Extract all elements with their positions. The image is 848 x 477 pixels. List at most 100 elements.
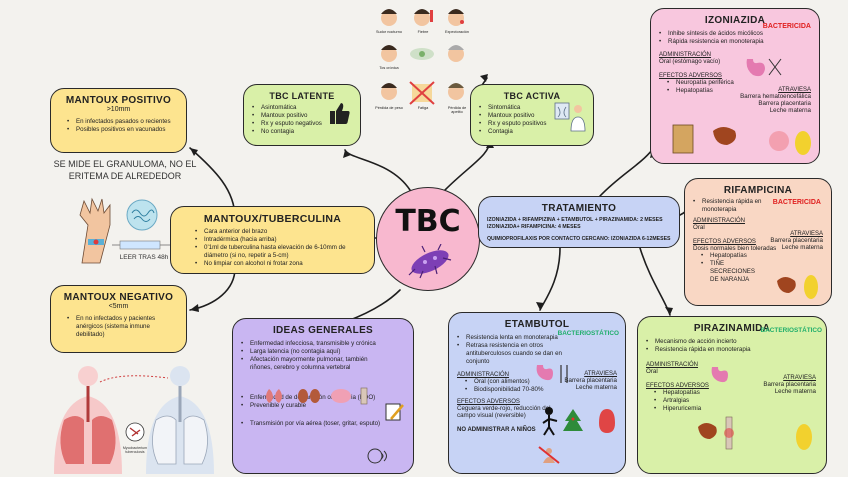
etambutol-effects-icons — [542, 407, 615, 436]
mantoux-positivo-list: En infectados pasados o recientes Posibl… — [59, 118, 178, 134]
mantoux-positivo-title: MANTOUX POSITIVO — [65, 95, 172, 106]
pirazinamida-admin-value: Oral — [646, 367, 658, 375]
izoniazida-admin-value: Oral (estómago vacío) — [659, 57, 721, 65]
tbc-activa-title: TBC ACTIVA — [503, 91, 561, 101]
mantoux-tuberculina-title: MANTOUX/TUBERCULINA — [203, 213, 342, 225]
list-item: Resistencia lenta en monoterapia — [457, 334, 569, 342]
leer-tras-label: LEER TRAS 48h — [119, 254, 169, 261]
center-title: TBC — [395, 204, 461, 239]
rifampicina-atraviesa-label: ATRAVIESA — [790, 231, 823, 237]
list-item: Enfermedad infecciosa, transmisible y cr… — [241, 340, 389, 348]
no-children-icon — [538, 446, 560, 464]
izoniazida-efectos-label: EFECTOS ADVERSOS — [659, 72, 722, 79]
list-item: Artralgias — [654, 397, 818, 405]
symptom-label: Fatiga — [417, 106, 429, 110]
atraviesa-item: Barrera placentaria — [770, 237, 823, 244]
rifampicina-admin-label: ADMINISTRACIÓN — [693, 217, 746, 224]
cough-icon — [367, 448, 387, 464]
etambutol-title: ETAMBUTOL — [504, 319, 570, 330]
list-item: Hepatopatías — [667, 87, 739, 95]
list-item: Resistencia rápida en monoterapia — [646, 346, 754, 354]
pirazinamida-box: PIRAZINAMIDA BACTERIOSTÁTICO Mecanismo d… — [637, 316, 827, 474]
atraviesa-item: Leche materna — [575, 384, 617, 391]
rifampicina-efectos-label: EFECTOS ADVERSOS — [693, 238, 756, 245]
list-item: No limpiar con alcohol ni frotar zona — [195, 260, 366, 268]
list-item: Biodisponibilidad 70-80% — [465, 386, 617, 394]
symptom-label: Sudor nocturno — [376, 30, 402, 34]
thumbs-up-icon — [330, 103, 350, 124]
izoniazida-tag: BACTERICIDA — [762, 23, 811, 30]
list-item: Posibles positivos en vacunados — [67, 126, 178, 134]
atraviesa-item: Leche materna — [769, 107, 811, 114]
symptom-faces-icon — [381, 9, 464, 105]
atraviesa-item: Leche materna — [781, 244, 823, 251]
symptom-label: Fiebre — [417, 30, 429, 34]
pirazinamida-admin-label: ADMINISTRACIÓN — [646, 361, 699, 368]
atraviesa-item: Barrera placentaria — [758, 100, 811, 107]
list-item: Retrasa resistencia en otros antitubercu… — [457, 342, 569, 366]
atraviesa-item: Barrera placentaria — [564, 377, 617, 384]
lungs-illustration — [54, 366, 214, 474]
rifampicina-title: RIFAMPICINA — [723, 185, 793, 196]
mantoux-negativo-list: En no infectados y pacientes anérgicos (… — [59, 315, 178, 339]
izoniazida-list: Inhibe síntesis de ácidos micólicos Rápi… — [659, 30, 811, 46]
list-item: Inhibe síntesis de ácidos micólicos — [659, 30, 811, 38]
list-item: Intradérmica (hacia arriba) — [195, 236, 366, 244]
tbc-latente-box: TBC LATENTE Asintomática Mantoux positiv… — [243, 84, 361, 146]
atraviesa-item: Barrera placentaria — [763, 381, 816, 388]
pirazinamida-effects-icons — [698, 416, 812, 450]
pirazinamida-title: PIRAZINAMIDA — [693, 323, 771, 334]
list-item: Rx y esputo negativos — [252, 120, 352, 128]
list-item: Contagia — [479, 128, 585, 136]
symptom-label: Pérdida de apetito — [447, 106, 467, 114]
organs-icon — [266, 387, 368, 405]
list-item: TIÑE SECRECIONES DE NARANJA — [701, 260, 765, 284]
mantoux-tuberculina-box: MANTOUX/TUBERCULINA Cara anterior del br… — [170, 206, 375, 274]
list-item: Afectación mayormente pulmonar, también … — [241, 356, 389, 372]
tratamiento-box: TRATAMIENTO IZONIAZIDA + RIFAMPIZINA + E… — [478, 196, 680, 248]
rifampicina-box: RIFAMPICINA BACTERICIDA Resistencia rápi… — [684, 178, 832, 306]
list-item: Resistencia rápida en monoterapia — [693, 198, 783, 214]
tbc-latente-list: Asintomática Mantoux positivo Rx y esput… — [252, 104, 352, 136]
list-item: Oral (con alimentos) — [465, 378, 617, 386]
rifampicina-atraviesa: ATRAVIESA Barrera placentaria Leche mate… — [763, 231, 823, 251]
list-item: Hepatopatías — [701, 252, 765, 260]
arm-injection-icon — [79, 197, 174, 264]
izoniazida-atraviesa-label: ATRAVIESA — [778, 87, 811, 93]
list-item: Cara anterior del brazo — [195, 228, 366, 236]
etambutol-tag: BACTERIOSTÁTICO — [557, 330, 619, 337]
pirazinamida-list: Mecanismo de acción incierto Resistencia… — [646, 338, 754, 354]
lung-label: Mycobacterium tuberculosis — [122, 446, 148, 454]
tratamiento-line-1: IZONIAZIDA + RIFAMPIZINA + ETAMBUTOL + P… — [487, 217, 663, 223]
etambutol-box: ETAMBUTOL BACTERIOSTÁTICO Resistencia le… — [448, 312, 626, 474]
mantoux-negativo-box: MANTOUX NEGATIVO <5mm En no infectados y… — [50, 285, 187, 353]
symptom-label: Tos crónica — [379, 66, 399, 70]
list-item: En no infectados y pacientes anérgicos (… — [67, 315, 178, 339]
rifampicina-effects-icons — [777, 275, 818, 299]
stomach-icon — [711, 367, 728, 383]
list-item: Transmisión por vía aérea (toser, gritar… — [241, 420, 389, 428]
mantoux-positivo-box: MANTOUX POSITIVO >10mm En infectados pas… — [50, 88, 187, 153]
pirazinamida-atraviesa-label: ATRAVIESA — [783, 375, 816, 381]
list-item: Prevenible y curable — [241, 402, 389, 410]
etambutol-efectos-value: Ceguera verde-rojo, reducción del campo … — [457, 404, 551, 419]
list-item: Hepatopatías — [654, 389, 818, 397]
etambutol-list: Resistencia lenta en monoterapia Retrasa… — [457, 334, 569, 366]
mantoux-negativo-title: MANTOUX NEGATIVO — [63, 292, 174, 303]
rifampicina-efectos-list: Hepatopatías TIÑE SECRECIONES DE NARANJA — [693, 252, 765, 284]
center-tbc-circle: TBC — [376, 187, 480, 291]
pencil-document-icon — [385, 403, 404, 421]
etambutol-admin-label: ADMINISTRACIÓN — [457, 371, 510, 378]
atraviesa-item: Leche materna — [774, 388, 816, 395]
rifampicina-list: Resistencia rápida en monoterapia — [693, 198, 783, 214]
tbc-activa-box: TBC ACTIVA Sintomática Mantoux positivo … — [470, 84, 594, 146]
izoniazida-efectos-list: Neuropatía periférica Hepatopatías — [659, 79, 739, 95]
ideas-generales-list: Enfermedad infecciosa, transmisible y cr… — [241, 340, 389, 428]
list-item: Asintomática — [252, 104, 352, 112]
list-item: 0'1ml de tuberculina hasta elevación de … — [195, 244, 366, 260]
rifampicina-admin-value: Oral — [693, 223, 705, 231]
list-item: No contagia — [252, 128, 352, 136]
mantoux-positivo-subtitle: >10mm — [106, 106, 131, 113]
symptom-label: Expectoración — [444, 30, 470, 34]
atraviesa-item: Barrera hematoencefálica — [740, 93, 811, 100]
